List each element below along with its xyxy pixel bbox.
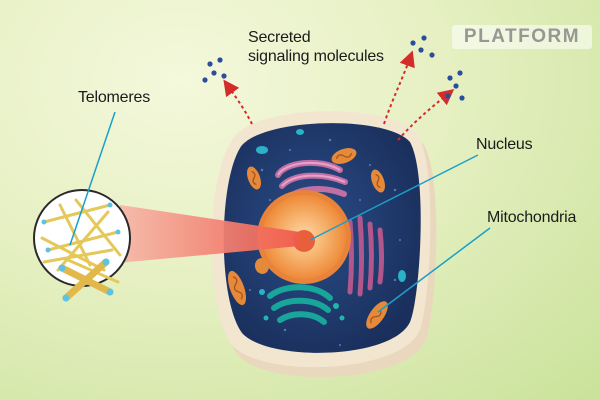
mitochondria-pointer-line <box>377 227 491 313</box>
zoom-beam <box>118 205 300 263</box>
secreted-label-line1: Secreted <box>248 29 311 46</box>
mitochondria-label: Mitochondria <box>487 209 577 226</box>
golgi-apparatus <box>267 284 333 325</box>
platform-watermark: PLATFORM <box>452 25 592 49</box>
endoplasmic-reticulum-right <box>347 215 384 297</box>
telomeres-label: Telomeres <box>78 89 151 106</box>
telomere-chromosome <box>58 258 114 302</box>
nucleus-label: Nucleus <box>476 136 533 153</box>
golgi-vesicles <box>263 303 345 321</box>
telomere-tips <box>41 202 121 302</box>
telomeres-pointer-line <box>69 111 116 246</box>
nucleus-pointer-line <box>309 154 479 241</box>
endoplasmic-reticulum-top-highlight <box>277 161 346 187</box>
signaling-molecules <box>202 35 465 101</box>
secretion-arrows <box>223 50 455 141</box>
telomere-bubble <box>33 189 131 287</box>
mitochondria-group <box>227 148 388 329</box>
secreted-label-line2: signaling molecules <box>248 48 384 65</box>
secreted-signaling-molecules-label: Secreted signaling molecules <box>248 28 418 66</box>
vesicles <box>256 129 406 295</box>
